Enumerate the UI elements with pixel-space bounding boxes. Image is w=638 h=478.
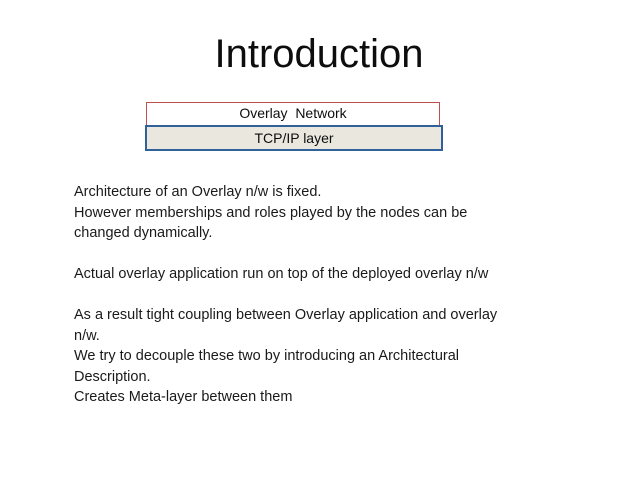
text-line: We try to decouple these two by introduc… (74, 348, 460, 364)
text-line: Creates Meta-layer between them (74, 389, 293, 405)
text-line: changed dynamically. (74, 225, 213, 241)
text-line: Description. (74, 368, 151, 385)
overlay-stack-diagram: Overlay Network TCP/IP layer (145, 102, 443, 151)
page-title: Introduction (214, 32, 424, 76)
body-text: Architecture of an Overlay n/w is fixed.… (74, 182, 574, 408)
paragraph-architecture: Architecture of an Overlay n/w is fixed.… (74, 182, 574, 244)
text-line: However memberships and roles played by … (74, 204, 468, 221)
text-line: Architecture of an Overlay n/w is fixed. (74, 184, 322, 200)
layer-box-tcpip: TCP/IP layer (145, 125, 443, 151)
text-line: n/w. (74, 327, 100, 344)
text-line: Actual overlay application run on top of… (74, 266, 489, 282)
paragraph-actual-overlay: Actual overlay application run on top of… (74, 264, 574, 285)
layer-box-overlay-network: Overlay Network (146, 102, 440, 126)
text-line: As a result tight coupling between Overl… (74, 307, 498, 323)
paragraph-coupling: As a result tight coupling between Overl… (74, 305, 574, 408)
